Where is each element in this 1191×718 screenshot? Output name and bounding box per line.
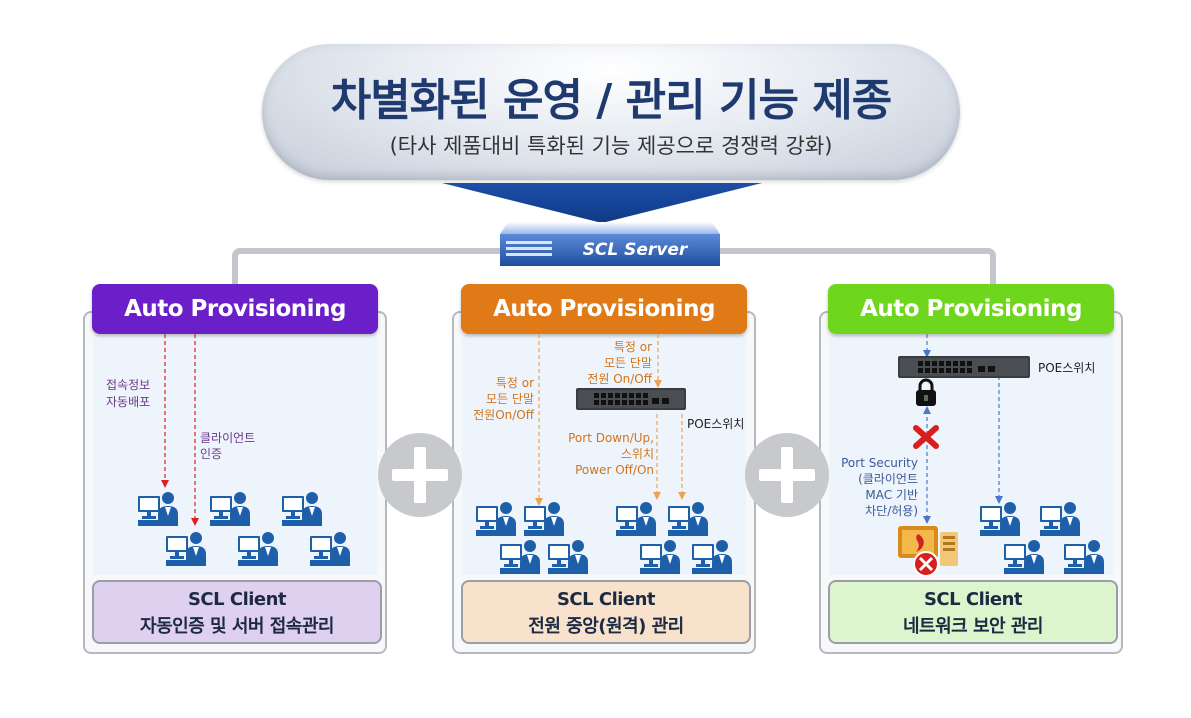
label-power-onoff-1: 전원On/Off <box>473 408 534 422</box>
auto-provisioning-header-1: Auto Provisioning <box>92 284 378 334</box>
label-auth: 인증 <box>200 447 223 461</box>
label-all-terminals-2: 모든 단말 <box>604 356 652 370</box>
user-computer-icon <box>310 532 350 566</box>
label-specific-or-1: 특정 or <box>495 376 534 390</box>
user-computer-icon <box>138 492 178 526</box>
label-port-downup: Port Down/Up, <box>568 431 654 445</box>
block-x-icon <box>913 425 939 449</box>
label-switch: 스위치 <box>620 447 654 461</box>
title-banner <box>262 44 960 180</box>
user-computer-icon <box>1004 540 1044 574</box>
server-label: SCL Server <box>582 240 688 260</box>
label-power-onoff-2: 전원 On/Off <box>587 372 652 386</box>
panel2-arrows <box>535 334 686 506</box>
label-client-paren: (클라이언트 <box>858 472 918 486</box>
user-computer-icon <box>692 540 732 574</box>
user-computer-icon <box>238 532 278 566</box>
client-title: SCL Client <box>923 589 1023 610</box>
page-title: 차별화된 운영 / 관리 기능 제종 <box>330 75 892 126</box>
client-box-power: SCL Client 전원 중앙(원격) 관리 <box>461 580 751 644</box>
client-title: SCL Client <box>187 589 287 610</box>
user-computer-icon <box>524 502 564 536</box>
label-client: 클라이언트 <box>200 431 256 445</box>
auto-provisioning-header-3: Auto Provisioning <box>828 284 1114 334</box>
label-specific-or-2: 특정 or <box>613 340 652 354</box>
user-computer-icon <box>640 540 680 574</box>
label-block-allow: 차단/허용) <box>865 504 918 518</box>
label-power-offon: Power Off/On <box>575 463 654 477</box>
user-computer-icon <box>210 492 250 526</box>
panel1-arrows <box>161 334 199 526</box>
poe-switch-icon <box>898 356 1030 378</box>
user-computer-icon <box>980 502 1020 536</box>
user-computer-icon <box>166 532 206 566</box>
user-computer-icon <box>668 502 708 536</box>
client-box-security: SCL Client 네트워크 보안 관리 <box>828 580 1118 644</box>
client-title: SCL Client <box>556 589 656 610</box>
server-icon <box>500 222 720 266</box>
client-box-auth: SCL Client 자동인증 및 서버 접속관리 <box>92 580 382 644</box>
label-port-security: Port Security <box>841 456 918 470</box>
label-all-terminals-1: 모든 단말 <box>486 392 534 406</box>
label-auto-deploy: 자동배포 <box>106 395 151 409</box>
user-computer-icon <box>1040 502 1080 536</box>
auto-provisioning-header-2: Auto Provisioning <box>461 284 747 334</box>
panel3-arrows <box>923 334 1003 524</box>
plus-icon <box>378 433 462 517</box>
user-computer-icon <box>282 492 322 526</box>
user-computer-icon <box>500 540 540 574</box>
user-computer-icon <box>616 502 656 536</box>
client-description: 자동인증 및 서버 접속관리 <box>140 616 334 637</box>
label-mac-based: MAC 기반 <box>865 488 918 502</box>
label-poe-switch-3: POE스위치 <box>1038 361 1096 375</box>
label-poe-switch-2: POE스위치 <box>687 417 745 431</box>
poe-switch-icon <box>576 388 686 410</box>
plus-icon <box>745 433 829 517</box>
client-description: 전원 중앙(원격) 관리 <box>528 616 684 637</box>
page-subtitle: (타사 제품대비 특화된 기능 제공으로 경쟁력 강화) <box>389 134 833 158</box>
label-access-info: 접속정보 <box>106 378 151 392</box>
funnel-arrow <box>442 183 762 223</box>
user-computer-icon <box>548 540 588 574</box>
lock-icon <box>916 378 936 406</box>
client-description: 네트워크 보안 관리 <box>902 616 1044 637</box>
user-computer-icon <box>1064 540 1104 574</box>
user-computer-icon <box>476 502 516 536</box>
firewall-blocked-icon <box>898 526 958 577</box>
